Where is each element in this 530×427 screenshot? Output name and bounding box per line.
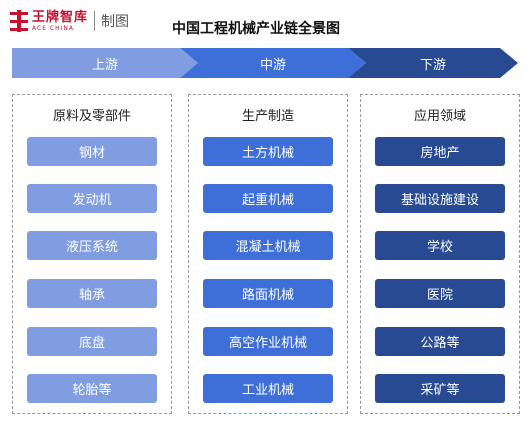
stage-downstream: 下游 xyxy=(348,48,518,78)
chain-node: 起重机械 xyxy=(203,184,333,213)
stage-label: 下游 xyxy=(419,57,446,73)
chain-node: 公路等 xyxy=(375,327,505,356)
page-title: 中国工程机械产业链全景图 xyxy=(172,21,340,37)
chain-node: 发动机 xyxy=(27,184,157,213)
chain-node: 房地产 xyxy=(375,137,505,166)
chain-node: 路面机械 xyxy=(203,279,333,308)
column-title: 原料及零部件 xyxy=(52,109,131,124)
stage-label: 中游 xyxy=(259,57,286,73)
column-title: 生产制造 xyxy=(241,109,294,124)
brand-name-en: ACE CHINA xyxy=(32,24,74,32)
brand-name: 王牌智库 xyxy=(32,9,89,25)
brand-mark-icon xyxy=(10,10,28,32)
column-downstream: 应用领域 房地产 基础设施建设 学校 医院 公路等 采矿等 xyxy=(360,94,520,414)
chain-node: 采矿等 xyxy=(375,374,505,403)
brand-tag: 制图 xyxy=(101,14,130,30)
chain-node: 土方机械 xyxy=(203,137,333,166)
chain-node: 工业机械 xyxy=(203,374,333,403)
chain-node: 底盘 xyxy=(27,327,157,356)
chain-node: 基础设施建设 xyxy=(375,184,505,213)
chain-node: 轴承 xyxy=(27,279,157,308)
stage-banner: 上游 中游 下游 xyxy=(12,48,518,78)
stage-midstream: 中游 xyxy=(180,48,366,78)
brand-logo: 王牌智库 ACE CHINA 制图 xyxy=(10,10,129,32)
chain-node: 混凝土机械 xyxy=(203,231,333,260)
chain-node: 钢材 xyxy=(27,137,157,166)
column-title: 应用领域 xyxy=(413,109,466,124)
chain-node: 轮胎等 xyxy=(27,374,157,403)
column-upstream: 原料及零部件 钢材 发动机 液压系统 轴承 底盘 轮胎等 xyxy=(12,94,172,414)
chain-node: 医院 xyxy=(375,279,505,308)
chain-node: 学校 xyxy=(375,231,505,260)
stage-upstream: 上游 xyxy=(12,48,198,78)
stage-label: 上游 xyxy=(91,57,118,73)
chain-node: 高空作业机械 xyxy=(203,327,333,356)
column-midstream: 生产制造 土方机械 起重机械 混凝土机械 路面机械 高空作业机械 工业机械 xyxy=(188,94,348,414)
brand-divider xyxy=(94,11,96,31)
chain-node: 液压系统 xyxy=(27,231,157,260)
header: 王牌智库 ACE CHINA 制图 中国工程机械产业链全景图 xyxy=(10,8,520,37)
